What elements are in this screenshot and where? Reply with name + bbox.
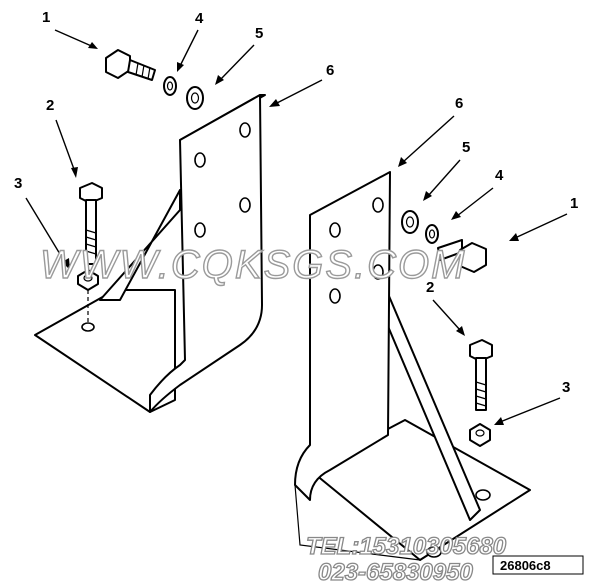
- right-vertical-bolt: [469, 339, 493, 411]
- phone-line-2: 023-65830950: [318, 559, 473, 585]
- callout-left-6: 6: [326, 62, 334, 79]
- left-bracket-hole: [194, 152, 206, 168]
- callout-left-4: 4: [195, 10, 204, 27]
- callout-right-5: 5: [462, 139, 470, 156]
- drawing-number-box: [492, 555, 584, 575]
- left-bolt: [105, 49, 156, 81]
- right-bracket-hole: [372, 264, 384, 280]
- right-lock-washer: [425, 224, 439, 244]
- left-bracket-hole: [239, 122, 251, 138]
- callout-left-2: 2: [46, 97, 54, 114]
- left-bracket-base-hole: [81, 322, 95, 332]
- phone-line-1: TEL:15310305680: [306, 533, 507, 560]
- left-bracket-vertical-plate: [149, 94, 263, 413]
- callout-left-1: 1: [42, 9, 50, 26]
- callout-right-2: 2: [426, 279, 434, 296]
- callout-right-1: 1: [570, 195, 578, 212]
- right-bracket-base-hole: [475, 489, 491, 501]
- callout-left-5: 5: [255, 25, 263, 42]
- left-bracket-hole: [239, 197, 251, 213]
- right-bracket-hole: [329, 288, 341, 304]
- callout-right-4: 4: [495, 167, 504, 184]
- right-bracket-base-hole: [426, 546, 442, 558]
- right-bracket-assembly: [294, 171, 531, 561]
- drawing-number: 26806c8: [500, 558, 551, 573]
- left-vertical-bolt: [79, 182, 103, 265]
- right-nut: [469, 423, 491, 447]
- left-bracket-hole: [194, 222, 206, 238]
- left-bracket-gusset: [99, 189, 181, 301]
- callout-right-6: 6: [455, 95, 463, 112]
- callout-right-3: 3: [562, 379, 570, 396]
- left-nut: [77, 269, 99, 291]
- right-bracket-hole: [372, 197, 384, 213]
- right-flat-washer: [401, 210, 419, 234]
- left-flat-washer: [186, 86, 204, 110]
- right-bracket-hole: [329, 222, 341, 238]
- callouts-right: 6 5 4 1 2 3: [398, 95, 578, 425]
- left-lock-washer: [163, 76, 177, 96]
- right-bolt: [437, 239, 487, 273]
- right-bracket-vertical-plate: [294, 171, 391, 501]
- callouts-left: 1 2 3 4 5 6: [14, 9, 334, 270]
- watermark-text: WWW.CQKSGS.COM: [40, 243, 466, 287]
- callout-left-3: 3: [14, 175, 22, 192]
- left-bracket-assembly: [34, 94, 266, 413]
